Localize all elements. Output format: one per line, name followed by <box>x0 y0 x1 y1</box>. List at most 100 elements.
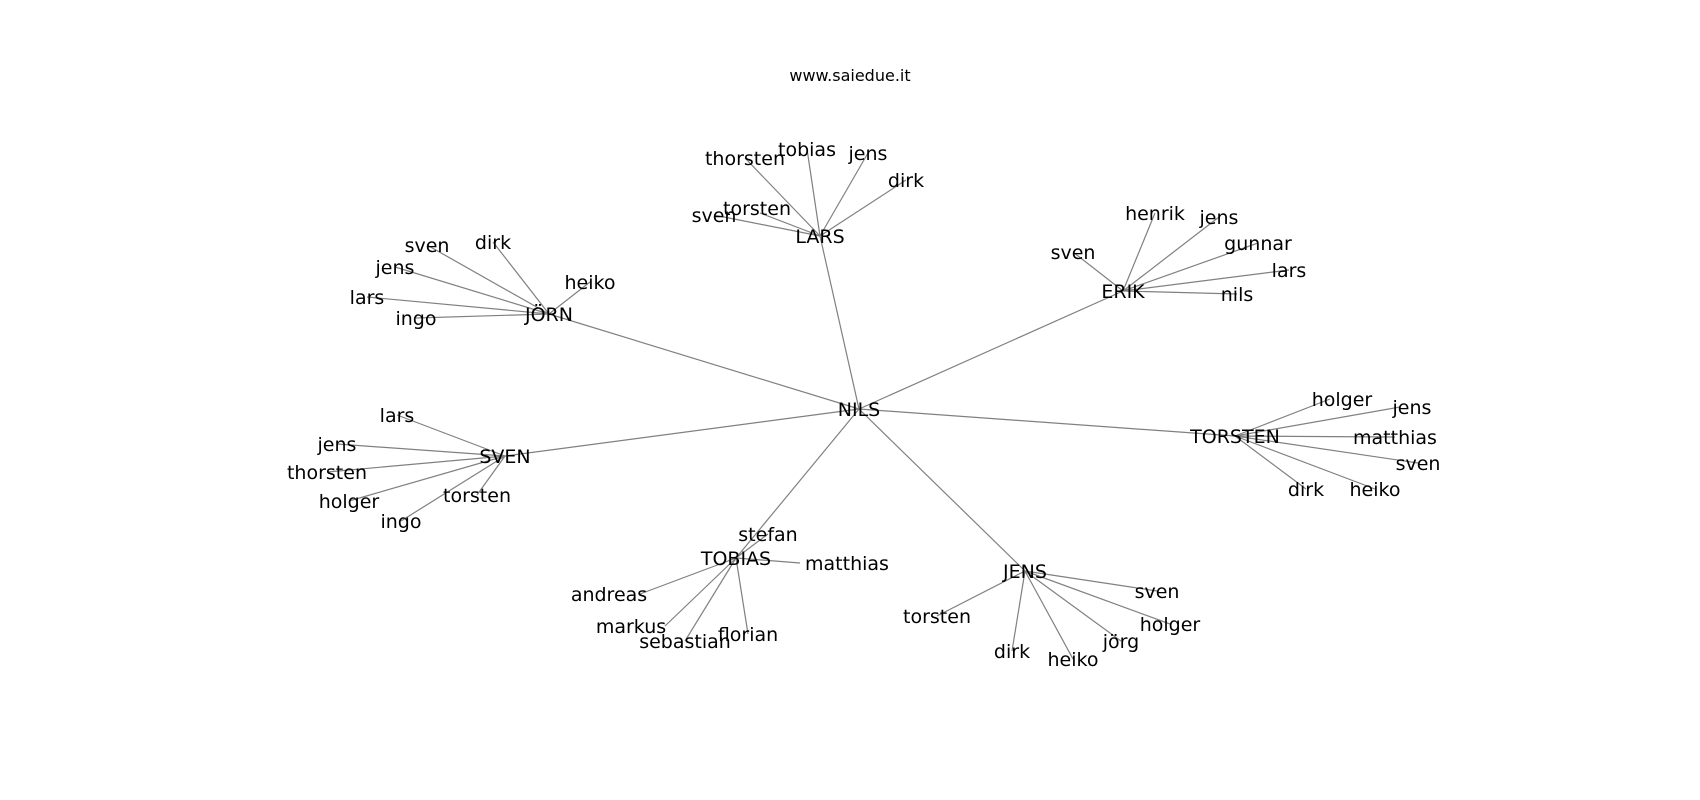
edge-jens-jorg <box>1024 570 1122 642</box>
edge-torsten-jens <box>1234 406 1401 437</box>
node-leaf-erik-sven: sven <box>1051 242 1096 264</box>
edge-sven-lars <box>396 414 506 457</box>
node-leaf-tobias-andreas: andreas <box>571 584 647 606</box>
edge-erik-henrik <box>1122 212 1156 292</box>
node-leaf-jens-holger: holger <box>1140 614 1201 636</box>
edge-jens-holger <box>1024 570 1171 625</box>
node-leaf-jorn-ingo: ingo <box>395 308 436 330</box>
edge-lars-dirk <box>819 179 907 237</box>
node-root-nils: NILS <box>838 399 880 421</box>
edge-root-tobias <box>735 408 860 559</box>
edge-tobias-markus <box>664 557 737 627</box>
node-leaf-lars-dirk: dirk <box>888 170 924 192</box>
node-leaf-lars-sven: sven <box>692 205 737 227</box>
node-hub-erik: ERIK <box>1101 281 1145 303</box>
edge-sven-thorsten <box>326 455 506 473</box>
edge-erik-lars <box>1122 269 1290 292</box>
node-hub-tobias: TOBIAS <box>700 548 771 570</box>
node-hub-torsten: TORSTEN <box>1189 426 1280 448</box>
node-leaf-jens-heiko: heiko <box>1048 649 1099 671</box>
node-leaf-sven-lars: lars <box>380 405 415 427</box>
node-leaf-erik-gunnar: gunnar <box>1224 233 1292 255</box>
edge-tobias-florian <box>735 557 749 635</box>
edge-erik-gunnar <box>1122 242 1259 292</box>
node-leaf-jorn-sven: sven <box>405 235 450 257</box>
node-leaf-jorn-dirk: dirk <box>475 232 511 254</box>
edge-root-jens <box>858 408 1026 572</box>
node-leaf-torsten-sven: sven <box>1396 453 1441 475</box>
edge-root-jorn <box>548 313 860 410</box>
node-leaf-tobias-markus: markus <box>596 616 666 638</box>
edge-jorn-ingo <box>415 313 550 319</box>
edge-torsten-matthias <box>1234 435 1396 438</box>
edge-torsten-dirk <box>1234 435 1307 490</box>
node-leaf-jorn-heiko: heiko <box>565 272 616 294</box>
edge-root-erik <box>858 290 1124 410</box>
edge-jens-dirk <box>1011 570 1026 652</box>
node-leaf-sven-thorsten: thorsten <box>287 462 367 484</box>
node-leaf-jens-jorg: jörg <box>1102 631 1139 653</box>
node-leaf-lars-jens: jens <box>848 143 888 165</box>
edge-torsten-holger <box>1234 398 1331 437</box>
node-leaf-torsten-holger: holger <box>1312 389 1373 411</box>
node-leaf-erik-henrik: henrik <box>1125 203 1185 225</box>
node-hub-lars: LARS <box>795 226 844 248</box>
edge-sven-ingo <box>400 455 506 522</box>
node-hub-jens: JENS <box>1002 561 1047 583</box>
node-leaf-jorn-lars: lars <box>350 287 385 309</box>
edge-sven-jens <box>336 443 506 457</box>
node-leaf-jens-dirk: dirk <box>994 641 1030 663</box>
node-leaf-torsten-heiko: heiko <box>1350 479 1401 501</box>
node-leaf-erik-lars: lars <box>1272 260 1307 282</box>
edge-tobias-matthias <box>735 557 801 564</box>
edge-lars-sven <box>713 214 821 237</box>
node-leaf-lars-tobias: tobias <box>778 139 836 161</box>
edge-torsten-sven <box>1234 435 1419 464</box>
edge-erik-nils <box>1122 290 1238 295</box>
node-leaf-torsten-jens: jens <box>1392 397 1432 419</box>
edge-jorn-jens <box>394 266 550 315</box>
edge-root-torsten <box>858 408 1236 437</box>
node-leaf-jens-torsten: torsten <box>903 606 971 628</box>
edge-jens-heiko <box>1024 570 1074 660</box>
edge-lars-torsten <box>759 212 821 237</box>
node-leaf-sven-holger: holger <box>319 491 380 513</box>
edge-lars-tobias <box>806 148 821 237</box>
edge-root-lars <box>819 235 860 410</box>
edge-tobias-andreas <box>639 557 737 595</box>
watermark-title: www.saiedue.it <box>789 66 910 85</box>
edge-tobias-sebastian <box>684 557 737 642</box>
edge-lars-thorsten <box>744 157 821 237</box>
edge-tobias-stefan <box>735 533 769 559</box>
edge-jorn-heiko <box>548 281 591 315</box>
edges <box>326 148 1419 660</box>
node-leaf-tobias-florian: florian <box>718 624 778 646</box>
node-leaf-sven-torsten: torsten <box>443 485 511 507</box>
node-leaf-jorn-jens: jens <box>375 257 415 279</box>
edge-torsten-heiko <box>1234 435 1376 490</box>
edge-lars-jens <box>819 152 869 237</box>
edge-erik-sven <box>1072 251 1124 292</box>
edge-sven-torsten <box>476 455 506 496</box>
edge-jorn-lars <box>366 296 550 315</box>
edge-jens-sven <box>1024 570 1158 592</box>
edge-erik-jens <box>1122 216 1220 292</box>
node-hub-jorn: JÖRN <box>524 303 573 326</box>
node-hub-sven: SVEN <box>479 446 530 468</box>
node-leaf-tobias-matthias: matthias <box>805 553 889 575</box>
edge-jorn-dirk <box>492 241 550 315</box>
edge-root-sven <box>504 408 860 457</box>
node-leaf-jens-sven: sven <box>1135 581 1180 603</box>
edge-jens-torsten <box>936 570 1026 617</box>
node-leaf-erik-jens: jens <box>1199 207 1239 229</box>
node-leaf-torsten-dirk: dirk <box>1288 479 1324 501</box>
node-leaf-sven-ingo: ingo <box>380 511 421 533</box>
node-leaf-lars-torsten: torsten <box>723 198 791 220</box>
node-leaf-tobias-sebastian: sebastian <box>639 631 731 653</box>
edge-jorn-sven <box>426 244 550 315</box>
node-leaf-lars-thorsten: thorsten <box>705 148 785 170</box>
node-leaf-sven-jens: jens <box>317 434 357 456</box>
node-leaf-erik-nils: nils <box>1221 284 1254 306</box>
